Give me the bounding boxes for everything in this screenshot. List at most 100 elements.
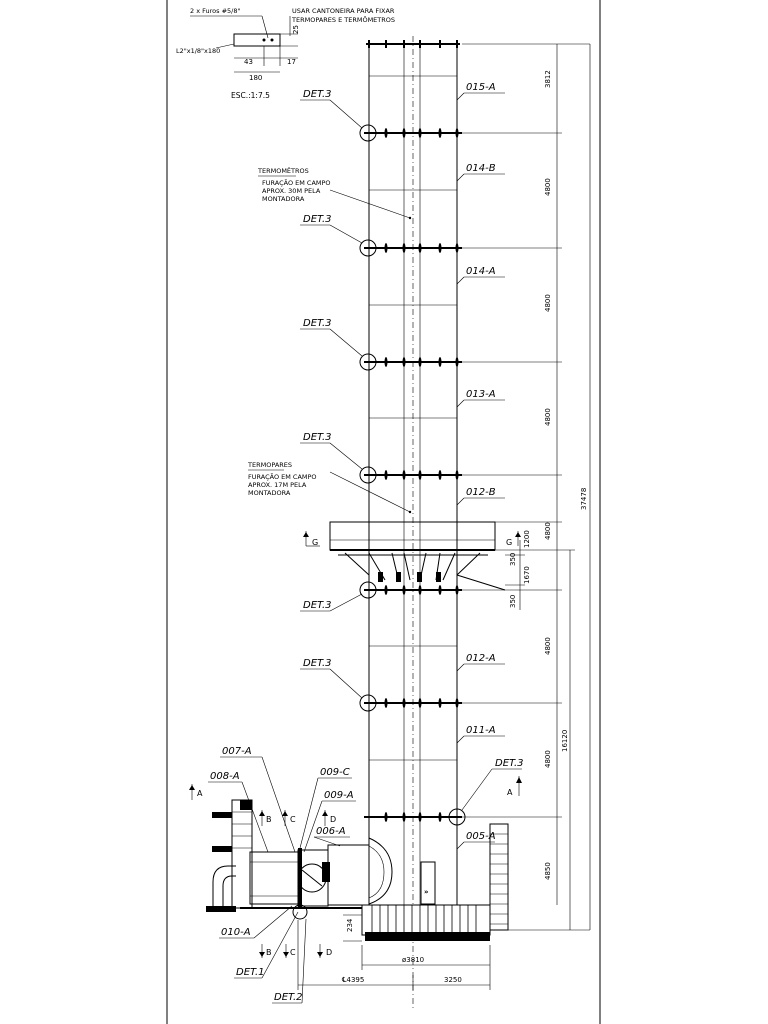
- field-notes: TERMOMÊTROS FURAÇÃO EM CAMPO APROX. 30M …: [247, 166, 412, 514]
- dim-015a: 3812: [544, 70, 552, 88]
- section-label-013a: 013-A: [466, 389, 496, 400]
- dim-17: 17: [287, 58, 296, 66]
- dim-350-top: 350: [509, 553, 517, 566]
- termopares-line-1: FURAÇÃO EM CAMPO: [248, 472, 317, 481]
- hole-mark-1: [262, 38, 266, 42]
- det3-label-6: DET.3: [303, 658, 331, 669]
- termometros-line-3: MONTADORA: [262, 195, 305, 203]
- chimney-base: » A 234: [343, 776, 522, 942]
- dim-lower: 16120: [561, 730, 569, 752]
- angle-profile: L2"x1/8"x180: [176, 47, 220, 55]
- dim-180: 180: [249, 74, 262, 82]
- lower-section-marks: A B C D B C D: [189, 784, 336, 958]
- section-label-014b: 014-B: [466, 163, 496, 174]
- bottom-dimensions: ø3810 ℄4395 3250: [297, 920, 491, 990]
- dim-centerline: ℄4395: [342, 976, 364, 984]
- dim-offset: 3250: [444, 976, 462, 984]
- termometros-line-1: FURAÇÃO EM CAMPO: [262, 178, 331, 187]
- label-010a: 010-A: [221, 927, 251, 938]
- inlet-elbow: [212, 865, 236, 910]
- section-label-012b: 012-B: [466, 487, 496, 498]
- section-labels: 015-A 014-B 014-A 013-A 012-B 012-A 011-…: [456, 82, 505, 850]
- angle-note-2: TERMOPARES E TERMÔMETROS: [291, 15, 395, 24]
- dim-014b: 4800: [544, 178, 552, 196]
- section-label-011a: 011-A: [466, 725, 496, 736]
- section-label-012a: 012-A: [466, 653, 496, 664]
- section-mark-d-top: D: [330, 815, 336, 824]
- section-mark-b-top: B: [266, 815, 272, 824]
- section-label-005a: 005-A: [466, 831, 496, 842]
- dim-011a: 4800: [544, 750, 552, 768]
- section-mark-g-left: G: [312, 538, 318, 547]
- anchor-bolts: [371, 905, 477, 932]
- dim-014a: 4800: [544, 294, 552, 312]
- label-007a: 007-A: [222, 746, 252, 757]
- label-008a: 008-A: [210, 771, 240, 782]
- inspection-door: [420, 861, 436, 905]
- scale-note: ESC.:1:7.5: [231, 91, 270, 100]
- termopares-title: TERMOPARES: [247, 461, 292, 469]
- termometros-line-2: APROX. 30M PELA: [262, 187, 321, 195]
- section-mark-c-top: C: [290, 815, 296, 824]
- dim-bracket: 1670: [523, 566, 531, 584]
- dim-diameter: ø3810: [402, 956, 424, 964]
- termopares-line-3: MONTADORA: [248, 489, 291, 497]
- lower-labels: 007-A 008-A 009-C 009-A 006-A 010-A DET.…: [208, 746, 356, 1004]
- section-mark-d-bottom: D: [326, 948, 332, 957]
- label-009c: 009-C: [320, 767, 350, 778]
- door-arrow-icon: »: [424, 888, 429, 896]
- section-mark-b-bottom: B: [266, 948, 272, 957]
- section-mark-a-right: A: [507, 788, 513, 797]
- ring-seams: [369, 75, 457, 818]
- dim-43: 43: [244, 58, 253, 66]
- section-label-015a: 015-A: [466, 82, 496, 93]
- det3-label-7: DET.3: [495, 758, 523, 769]
- det3-label-3: DET.3: [303, 318, 331, 329]
- dimension-chain-right: 3812 4800 4800 4800 4800 4800 4800 4850 …: [462, 43, 591, 931]
- det3-label-5: DET.3: [303, 600, 331, 611]
- dim-total: 37478: [580, 488, 588, 510]
- section-label-014a: 014-A: [466, 266, 496, 277]
- foundation-block: [361, 904, 491, 936]
- label-det1: DET.1: [236, 967, 264, 978]
- inlet-flange: [206, 906, 236, 912]
- termometros-title: TERMOMÊTROS: [257, 166, 309, 175]
- termopares-line-2: APROX. 17M PELA: [248, 481, 307, 489]
- det3-label-2: DET.3: [303, 214, 331, 225]
- section-mark-a-left: A: [197, 789, 203, 798]
- chimney-shell: [359, 36, 466, 1010]
- foundation-slab: [365, 932, 490, 941]
- duct-transition: [368, 837, 393, 905]
- angle-detail: 2 x Furos #5/8" USAR CANTONEIRA PARA FIX…: [176, 7, 395, 100]
- duct-section-006: [327, 844, 370, 906]
- dim-012a: 4800: [544, 637, 552, 655]
- label-006a: 006-A: [316, 826, 346, 837]
- dim-013a: 4800: [544, 408, 552, 426]
- dim-012b: 4800: [544, 522, 552, 540]
- dim-25: 25: [292, 25, 300, 34]
- dim-base-height: 234: [346, 918, 354, 932]
- section-mark-g-right: G: [506, 538, 512, 547]
- det2-circle: [292, 904, 308, 920]
- angle-note-1: USAR CANTONEIRA PARA FIXAR: [292, 7, 395, 15]
- flanges: [364, 132, 462, 818]
- top-flange-bolts: [368, 40, 458, 48]
- hole-mark-2: [270, 38, 274, 42]
- angle-plate: [233, 33, 281, 47]
- inlet-stack: [231, 799, 253, 909]
- holes-note: 2 x Furos #5/8": [190, 7, 240, 15]
- section-mark-c-bottom: C: [290, 948, 296, 957]
- dim-350-bottom: 350: [509, 595, 517, 608]
- dim-platform: 1200: [523, 530, 531, 548]
- det3-label-4: DET.3: [303, 432, 331, 443]
- det3-labels: DET.3 DET.3 DET.3 DET.3 DET.3 DET.3 DET.…: [300, 89, 523, 811]
- platform-handrail: [329, 521, 496, 551]
- duct-assembly: [206, 799, 393, 920]
- label-009a: 009-A: [324, 790, 354, 801]
- dim-005a: 4850: [544, 862, 552, 880]
- label-det2: DET.2: [274, 992, 302, 1003]
- brick-wall: [489, 823, 509, 931]
- platform: G G: [303, 521, 521, 591]
- det3-label-1: DET.3: [303, 89, 331, 100]
